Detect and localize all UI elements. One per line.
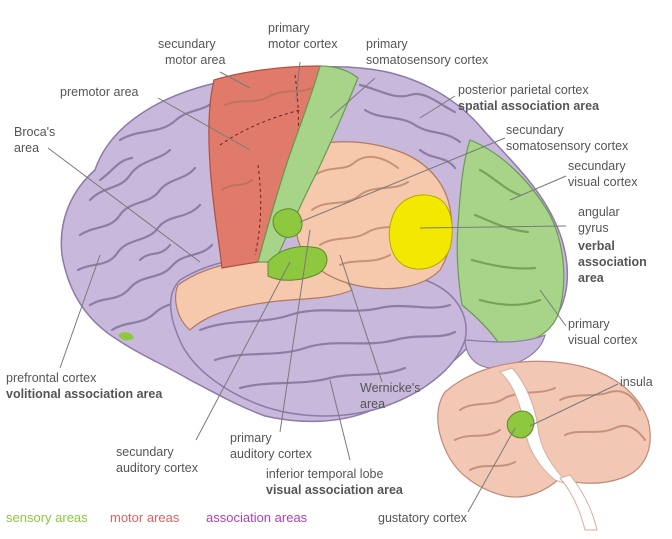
inset-brain xyxy=(437,360,651,531)
label-verbal-association-area: verbal association area xyxy=(578,239,650,285)
legend: sensory areas motor areas association ar… xyxy=(6,510,308,525)
secundary-auditory-region xyxy=(267,246,328,281)
inset-cerebrum xyxy=(437,360,651,498)
temporal-gyri xyxy=(198,303,457,390)
leader-inferior-temporal xyxy=(329,379,351,461)
label-posterior-parietal-cortex: posterior parietal cortex xyxy=(458,83,589,97)
leader-primary-somatosensory xyxy=(329,77,376,119)
inset-brainstem xyxy=(559,474,598,531)
label-primary-visual-cortex: primary visual cortex xyxy=(568,317,638,347)
label-spatial-association-area: spatial association area xyxy=(458,99,600,113)
label-brocas-area: Broca's area xyxy=(14,125,59,155)
label-secundary-auditory-cortex: secundary auditory cortex xyxy=(116,445,199,475)
main-brain xyxy=(60,65,568,423)
labels: secundary motor area primary motor corte… xyxy=(6,21,653,525)
leader-secundary-visual xyxy=(509,175,567,201)
label-primary-somatosensory-cortex: primary somatosensory cortex xyxy=(366,37,489,67)
leader-angular xyxy=(419,225,567,229)
motor-gyri xyxy=(221,87,313,191)
leader-brocas xyxy=(47,147,201,263)
cerebellum xyxy=(464,334,546,369)
label-gustatory-cortex: gustatory cortex xyxy=(378,511,468,525)
visual-cortex-region xyxy=(456,139,565,346)
leader-primary-auditory xyxy=(279,229,311,433)
leader-prefrontal xyxy=(59,254,101,369)
leader-primary-motor xyxy=(295,61,301,101)
leader-gustatory xyxy=(467,427,516,513)
label-insula: insula xyxy=(620,375,653,389)
legend-association-areas: association areas xyxy=(206,510,308,525)
leader-lines xyxy=(47,61,619,513)
leader-posterior-parietal xyxy=(419,95,456,119)
angular-gyrus-region xyxy=(388,194,453,270)
leader-wernickes xyxy=(339,254,383,383)
label-secundary-motor-area: secundary motor area xyxy=(158,37,225,67)
gustatory-speck xyxy=(118,332,134,341)
legend-motor-areas: motor areas xyxy=(110,510,180,525)
leader-secundary-motor xyxy=(219,71,251,89)
label-secundary-somatosensory-cortex: secundary somatosensory cortex xyxy=(506,123,629,153)
visual-gyri xyxy=(470,168,542,306)
leader-premotor xyxy=(157,97,251,151)
leader-primary-visual xyxy=(539,289,567,327)
label-wernickes-area: Wernicke's area xyxy=(360,381,424,411)
label-inferior-temporal-lobe: inferior temporal lobe xyxy=(266,467,383,481)
label-premotor-area: premotor area xyxy=(60,85,139,99)
leader-insula xyxy=(529,383,619,427)
leader-secundary-somatosensory xyxy=(299,137,506,223)
label-primary-auditory-cortex: primary auditory cortex xyxy=(230,431,313,461)
label-secundary-visual-cortex: secundary visual cortex xyxy=(568,159,638,189)
label-visual-association-area: visual association area xyxy=(266,483,404,497)
label-angular-gyrus: angular gyrus xyxy=(578,205,623,235)
inset-gyri xyxy=(454,387,646,471)
inset-insula xyxy=(506,410,535,439)
primary-auditory-region xyxy=(272,208,303,238)
label-primary-motor-cortex: primary motor cortex xyxy=(268,21,338,51)
leader-secundary-auditory xyxy=(195,261,291,441)
label-volitional-association-area: volitional association area xyxy=(6,387,163,401)
legend-sensory-areas: sensory areas xyxy=(6,510,88,525)
label-prefrontal-cortex: prefrontal cortex xyxy=(6,371,97,385)
frontal-gyri xyxy=(76,98,217,332)
